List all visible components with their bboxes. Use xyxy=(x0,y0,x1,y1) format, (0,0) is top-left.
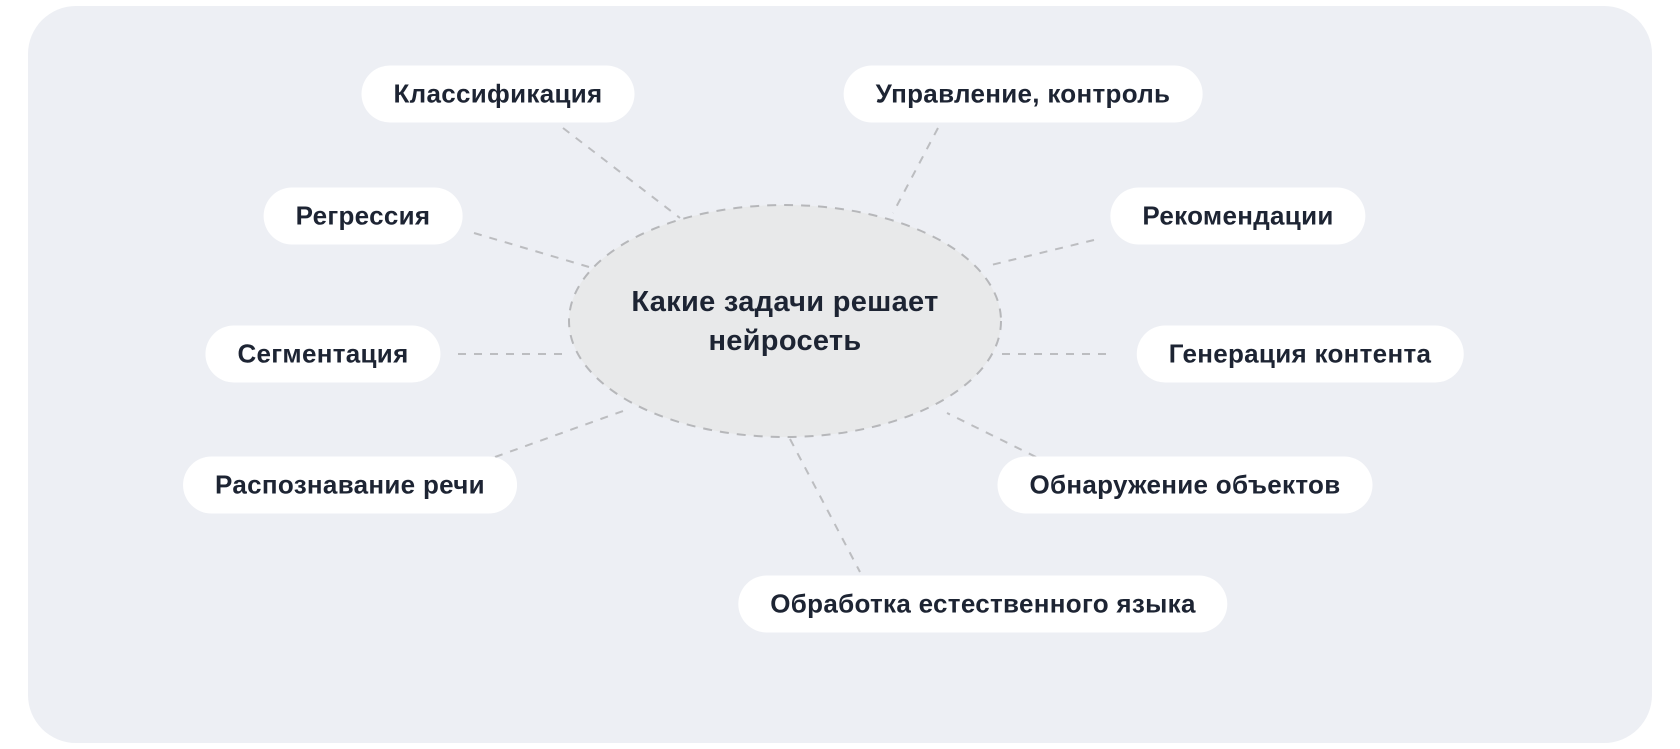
center-topic: Какие задачи решает нейросеть xyxy=(631,285,939,357)
node-regression: Регрессия xyxy=(263,187,463,245)
node-classification: Классификация xyxy=(361,65,635,123)
node-control: Управление, контроль xyxy=(843,65,1203,123)
node-segmentation: Сегментация xyxy=(205,325,441,383)
node-recommendations: Рекомендации xyxy=(1110,187,1366,245)
node-content-generation: Генерация контента xyxy=(1136,325,1464,383)
node-speech-recognition: Распознавание речи xyxy=(183,456,517,514)
node-object-detection: Обнаружение объектов xyxy=(997,456,1373,514)
node-nlp: Обработка естественного языка xyxy=(738,575,1228,633)
